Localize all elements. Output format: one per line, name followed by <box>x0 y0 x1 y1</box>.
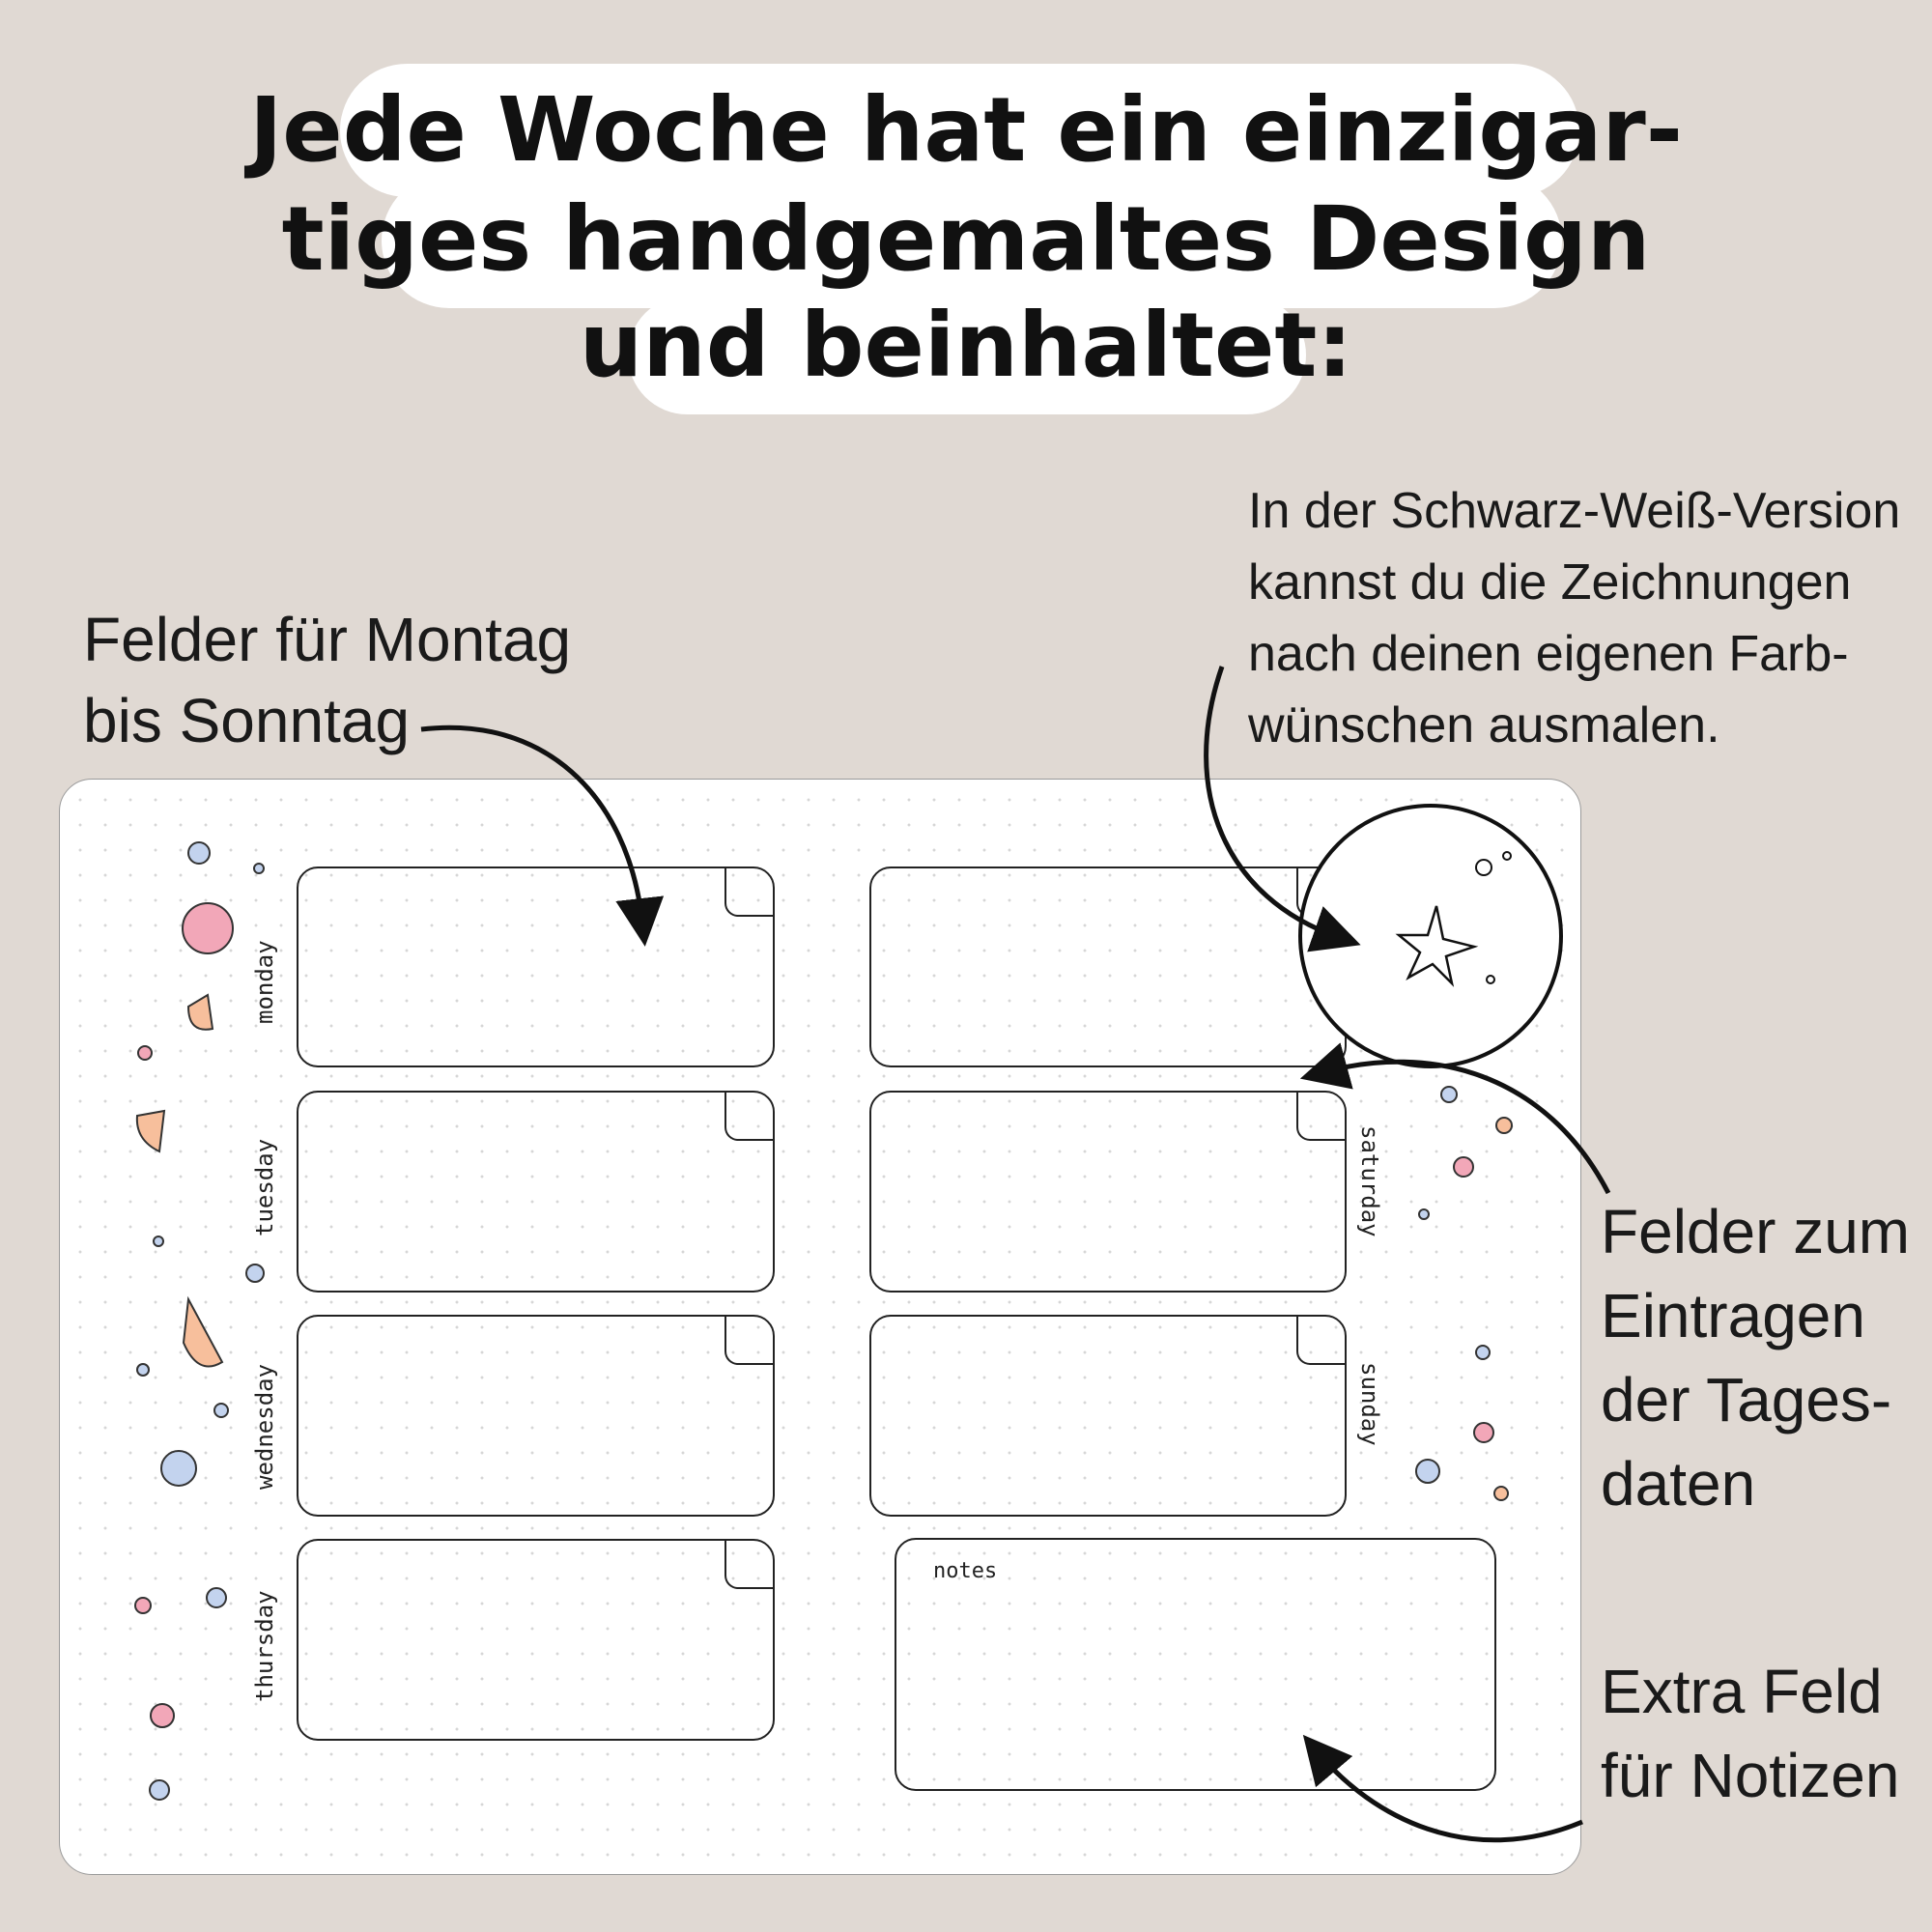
arrow-dates <box>1299 1042 1611 1195</box>
bubble-icon <box>1502 851 1512 861</box>
bubble-icon <box>1475 859 1492 876</box>
date-tab[interactable] <box>1296 1091 1347 1141</box>
headline-line-1: Jede Woche hat ein einzigar- <box>249 78 1683 182</box>
day-box-saturday[interactable] <box>869 1091 1347 1293</box>
shell-icons <box>134 841 1513 1801</box>
callout-bw-line: wünschen ausmalen. <box>1248 697 1720 753</box>
date-tab[interactable] <box>724 867 775 917</box>
callout-dates-line: der Tages- <box>1601 1365 1892 1435</box>
callout-bw: In der Schwarz-Weiß-Version kannst du di… <box>1248 475 1900 761</box>
notes-label: notes <box>933 1559 998 1583</box>
notes-box[interactable]: notes <box>895 1538 1496 1791</box>
callout-days: Felder für Montag bis Sonntag <box>83 599 571 761</box>
date-tab[interactable] <box>1296 1315 1347 1365</box>
date-tab[interactable] <box>724 1315 775 1365</box>
day-box-sunday[interactable] <box>869 1315 1347 1517</box>
callout-dates-line: daten <box>1601 1449 1756 1519</box>
callout-bw-line: kannst du die Zeichnungen <box>1248 554 1852 611</box>
headline-line-3: und beinhaltet: <box>579 294 1353 397</box>
callout-dates: Felder zum Eintragen der Tages- daten <box>1601 1190 1910 1526</box>
day-box-wednesday[interactable] <box>297 1315 775 1517</box>
callout-days-line: bis Sonntag <box>83 686 411 755</box>
starfish-icon <box>1395 905 1479 987</box>
arrow-days <box>420 724 665 947</box>
callout-notes-line: für Notizen <box>1601 1741 1900 1810</box>
zoom-circle <box>1298 804 1563 1068</box>
date-tab[interactable] <box>724 1091 775 1141</box>
callout-dates-line: Felder zum <box>1601 1197 1911 1266</box>
callout-notes-line: Extra Feld <box>1601 1657 1883 1726</box>
date-tab[interactable] <box>724 1539 775 1589</box>
headline-bubble-2 <box>382 173 1562 308</box>
day-box-thursday[interactable] <box>297 1539 775 1741</box>
callout-notes: Extra Feld für Notizen <box>1601 1650 1899 1818</box>
day-box-monday[interactable] <box>297 867 775 1067</box>
callout-bw-line: nach deinen eigenen Farb- <box>1248 626 1849 682</box>
arrow-notes <box>1302 1734 1583 1843</box>
callout-bw-line: In der Schwarz-Weiß-Version <box>1248 483 1901 539</box>
day-box-tuesday[interactable] <box>297 1091 775 1293</box>
headline-bubble-3 <box>628 296 1306 414</box>
callout-days-line: Felder für Montag <box>83 605 572 674</box>
bubble-icon <box>1486 975 1495 984</box>
headline-line-2: tiges handgemaltes Design <box>281 187 1651 291</box>
arrow-bw <box>1204 666 1361 952</box>
callout-dates-line: Eintragen <box>1601 1281 1865 1350</box>
